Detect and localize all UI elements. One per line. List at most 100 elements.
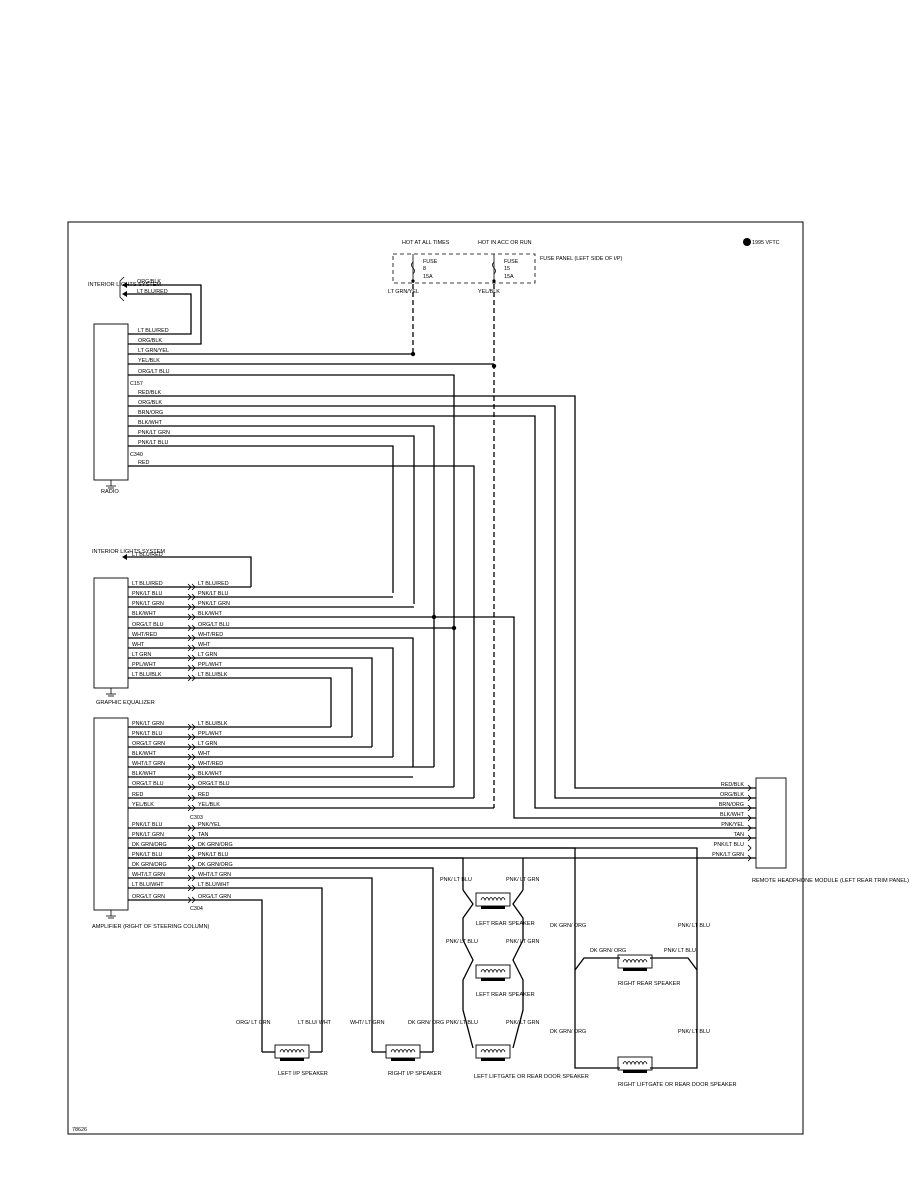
- amplifier-wire-label: BLK/WHT: [198, 771, 223, 777]
- right-ip-wire-a: WHT/ LT GRN: [350, 1020, 385, 1026]
- equalizer-wire-label: LT GRN: [132, 652, 151, 658]
- right-liftgate-speaker-symbol: [617, 1056, 653, 1073]
- left-ip-wire-b: LT BLU/ WHT: [298, 1020, 332, 1026]
- amplifier-wire-label: BLK/WHT: [132, 751, 157, 757]
- amplifier-wire-label: WHT/LT GRN: [132, 761, 165, 767]
- radio-wire-label: RED/BLK: [138, 390, 161, 396]
- headphone-wire-label: ORG/BLK: [720, 792, 744, 798]
- drawing-number: 78626: [72, 1127, 87, 1133]
- radio-wire-label: BLK/WHT: [138, 420, 163, 426]
- left-liftgate-speaker-symbol: [475, 1044, 511, 1061]
- equalizer-wire-label: LT GRN: [198, 652, 217, 658]
- amplifier-wire-label: LT GRN: [198, 741, 217, 747]
- connector-mark: [747, 804, 752, 812]
- headphone-wire-label: PNK/LT BLU: [714, 842, 744, 848]
- connector-c340: C340: [130, 452, 143, 458]
- left-liftgate-wire-a: PNK/ LT BLU: [446, 1020, 478, 1026]
- amplifier-wire-label: LT BLU/WHT: [198, 882, 230, 888]
- amplifier-wire-label: PNK/LT BLU: [132, 822, 162, 828]
- equalizer-wire-label: PNK/LT BLU: [132, 591, 162, 597]
- right-rear-wire-a: DK GRN/ ORG: [550, 923, 586, 929]
- radio-wire-label: YEL/BLK: [138, 358, 160, 364]
- left-ip-speaker-symbol: [274, 1044, 310, 1061]
- fuse1-label: FUSE: [423, 259, 438, 265]
- il1-wire-1: LT BLU/RED: [137, 289, 168, 295]
- amplifier-wire-label: PNK/LT GRN: [132, 721, 164, 727]
- fuse2-rating: 15A: [504, 274, 514, 280]
- equalizer-wire-label: PNK/LT GRN: [132, 601, 164, 607]
- hot-in-acc-label: HOT IN ACC OR RUN: [478, 240, 532, 246]
- amplifier-wire-label: DK GRN/ORG: [132, 842, 167, 848]
- fuse1-number: 8: [423, 266, 426, 272]
- radio-wire-label: ORG/LT BLU: [138, 369, 170, 375]
- right-rear-top-wire-b: PNK/ LT BLU: [664, 948, 696, 954]
- right-liftgate-wire-b: PNK/ LT BLU: [678, 1029, 710, 1035]
- connector-mark: [747, 834, 752, 842]
- equalizer-wire-label: BLK/WHT: [132, 611, 157, 617]
- amplifier-wire-label: ORG/LT BLU: [132, 781, 164, 787]
- connector-c304: C304: [190, 906, 203, 912]
- equalizer-wire-label: WHT: [132, 642, 145, 648]
- left-rear2-wire-b: PNK/ LT GRN: [506, 939, 539, 945]
- headphone-wire-label: RED/BLK: [721, 782, 744, 788]
- amplifier-wire-label: RED: [198, 792, 209, 798]
- left-rear-wire-b: PNK/ LT GRN: [506, 877, 539, 883]
- interior-lights-2-label: INTERIOR LIGHTS SYSTEM: [92, 549, 165, 555]
- radio-wire-label: LT BLU/RED: [138, 328, 169, 334]
- equalizer-wire-label: WHT/RED: [198, 632, 223, 638]
- equalizer-wire-label: LT BLU/BLK: [132, 672, 162, 678]
- amplifier-wire-label: YEL/BLK: [132, 802, 154, 808]
- equalizer-wire-label: ORG/LT BLU: [198, 622, 230, 628]
- headphone-wire-label: TAN: [734, 832, 744, 838]
- right-rear-wire-b: PNK/ LT BLU: [678, 923, 710, 929]
- radio-wire-label: PNK/LT GRN: [138, 430, 170, 436]
- copyright-mark: 1995 VFTC: [743, 238, 780, 246]
- fuse2-label: FUSE: [504, 259, 519, 265]
- right-rear-speaker-label: RIGHT REAR SPEAKER: [618, 981, 680, 987]
- amplifier-wire-label: PNK/LT BLU: [132, 731, 162, 737]
- copyright-text: 1995 VFTC: [752, 240, 780, 246]
- radio-label: RADIO: [101, 489, 119, 495]
- il1-wire-0: ORG/BLK: [137, 279, 161, 285]
- left-rear-speaker-1-symbol: [475, 892, 511, 909]
- radio-wire-label: LT GRN/YEL: [138, 348, 169, 354]
- amplifier-wire-label: ORG/LT BLU: [198, 781, 230, 787]
- right-ip-speaker-label: RIGHT I/P SPEAKER: [388, 1071, 442, 1077]
- amplifier-box: [93, 717, 129, 911]
- radio-wire-label: ORG/BLK: [138, 338, 162, 344]
- amplifier-wire-label: PNK/LT GRN: [132, 832, 164, 838]
- left-rear-speaker-2-label: LEFT REAR SPEAKER: [476, 992, 535, 998]
- radio-wire-label: ORG/BLK: [138, 400, 162, 406]
- left-ip-wire-a: ORG/ LT GRN: [236, 1020, 271, 1026]
- equalizer-wire-label: PNK/LT GRN: [198, 601, 230, 607]
- fuse1-wire: LT GRN/YEL: [388, 289, 419, 295]
- amplifier-wire-label: PNK/YEL: [198, 822, 221, 828]
- amplifier-wire-label: YEL/BLK: [198, 802, 220, 808]
- hot-at-all-times-label: HOT AT ALL TIMES: [402, 240, 450, 246]
- left-rear-wire-a: PNK/ LT BLU: [440, 877, 472, 883]
- equalizer-wire-label: PPL/WHT: [198, 662, 223, 668]
- fuse2-wire: YEL/BLK: [478, 289, 500, 295]
- left-ip-speaker-label: LEFT I/P SPEAKER: [278, 1071, 328, 1077]
- connector-c303: C303: [190, 815, 203, 821]
- amplifier-wire-labels: PNK/LT GRN LT BLU/BLK PNK/LT BLU PPL/WHT ORG…: [132, 721, 233, 904]
- radio-wire-label: BRN/ORG: [138, 410, 163, 416]
- remote-headphone-module-box: [755, 777, 787, 869]
- amplifier-wire-label: DK GRN/ORG: [198, 842, 233, 848]
- left-liftgate-wire-b: PNK/ LT GRN: [506, 1020, 539, 1026]
- radio-wire-labels: LT BLU/RED ORG/BLK LT GRN/YEL YEL/BLK ORG/LT…: [138, 328, 170, 466]
- amplifier-wire-label: PPL/WHT: [198, 731, 223, 737]
- amplifier-wire-label: RED: [132, 792, 143, 798]
- right-liftgate-wire-a: DK GRN/ ORG: [550, 1029, 586, 1035]
- amplifier-wire-label: LT BLU/BLK: [198, 721, 228, 727]
- headphone-wire-label: BRN/ORG: [719, 802, 744, 808]
- right-rear-speaker-symbol: [617, 954, 653, 971]
- right-liftgate-speaker-label: RIGHT LIFTGATE OR REAR DOOR SPEAKER: [618, 1082, 737, 1088]
- remote-headphone-label: REMOTE HEADPHONE MODULE (LEFT REAR TRIM …: [752, 878, 909, 884]
- equalizer-wire-label: LT BLU/RED: [132, 581, 163, 587]
- connector-mark: [747, 844, 752, 852]
- amplifier-wire-label: DK GRN/ORG: [132, 862, 167, 868]
- amplifier-wire-label: WHT/LT GRN: [198, 872, 231, 878]
